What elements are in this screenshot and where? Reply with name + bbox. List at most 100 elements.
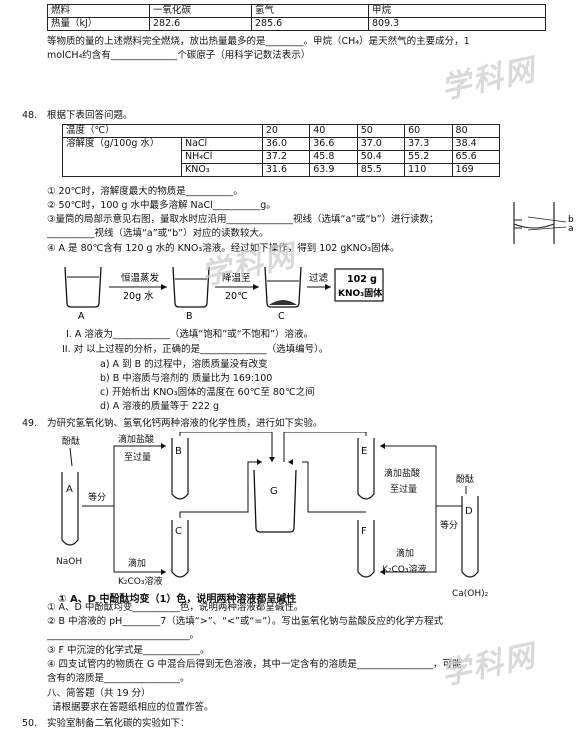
cell: 60 bbox=[404, 124, 453, 138]
box-line2: KNO₃固体 bbox=[338, 287, 383, 299]
kno3-process-diagram: A 恒温蒸发 20g 水 B 降温至 20℃ C 过滤 102 g KNO₃固体 bbox=[64, 266, 384, 322]
phenol-right: 酚酞 bbox=[456, 473, 474, 485]
watermark: 学科网 bbox=[438, 52, 540, 107]
q47-line2: molCH₄约含有______________个碳原子（用科学记数法表示） bbox=[47, 50, 311, 61]
caoh-label: Ca(OH)₂ bbox=[452, 589, 489, 599]
cell: 甲烷 bbox=[368, 4, 546, 18]
cell: 热量（kJ） bbox=[47, 17, 150, 31]
cell: 36.6 bbox=[309, 137, 358, 151]
cell: NH₄Cl bbox=[181, 150, 263, 164]
section8-note: 请根据要求在答题纸相应的位置作答。 bbox=[52, 702, 214, 713]
cell: 65.6 bbox=[451, 150, 501, 164]
cell: 一氧化碳 bbox=[149, 4, 252, 18]
q49-title: 为研究氢氧化钠、氢氧化钙两种溶液的化学性质，进行如下实验。 bbox=[47, 418, 323, 429]
cell: 80 bbox=[451, 124, 501, 138]
cell: 45.8 bbox=[309, 150, 358, 164]
cell: 38.4 bbox=[451, 137, 501, 151]
cell: 31.6 bbox=[261, 163, 311, 177]
section8-heading: 八、简答题（共 19 分） bbox=[47, 688, 151, 699]
split-right: 等分 bbox=[440, 519, 458, 531]
q50-number: 50. bbox=[22, 718, 38, 729]
tube-b-label: B bbox=[175, 446, 182, 457]
q47-line1: 等物质的量的上述燃料完全燃烧，放出热量最多的是________。甲烷（CH₄）是… bbox=[47, 36, 470, 47]
cell: 55.2 bbox=[404, 150, 453, 164]
cell: 85.5 bbox=[356, 163, 406, 177]
q48-sub1: I. A 溶液为____________（选填“饱和”或“不饱和”）溶液。 bbox=[66, 329, 314, 340]
q48-opt-c: c) 开始析出 KNO₃固体的温度在 60℃至 80℃之间 bbox=[100, 387, 315, 398]
tube-e-label: E bbox=[361, 446, 367, 457]
beaker-b-label: B bbox=[186, 311, 193, 322]
cell: 282.6 bbox=[149, 17, 252, 31]
q48-s2: ② 50℃时，100 g 水中最多溶解 NaCl__________g。 bbox=[47, 200, 276, 211]
excess-right: 至过量 bbox=[390, 483, 417, 495]
q48-opt-a: a) A 到 B 的过程中，溶质质量没有改变 bbox=[100, 359, 268, 370]
k2co3-right: K₂CO₃溶液 bbox=[382, 563, 427, 575]
q50-title: 实验室制备二氧化碳的实验如下： bbox=[47, 718, 190, 729]
cutoff-caption: ① A、D 中酚酞均变（1）色，说明两种溶液都呈碱性 bbox=[58, 592, 296, 604]
q48-sub2: II. 对 以上过程的分析，正确的是______________（选填编号）。 bbox=[62, 344, 329, 355]
hydroxide-experiment-diagram: 酚酞 A NaOH 等分 滴加盐酸 至过量 滴加 K₂CO₃溶液 B C G E bbox=[56, 432, 489, 604]
tube-d-label: D bbox=[465, 506, 473, 517]
cell: 40 bbox=[309, 124, 358, 138]
arrow3-top: 过滤 bbox=[309, 272, 329, 284]
box-line1: 102 g bbox=[347, 274, 377, 285]
naoh-label: NaOH bbox=[56, 557, 82, 567]
add-k-right: 滴加 bbox=[396, 547, 414, 559]
beaker-a-label: A bbox=[78, 311, 85, 322]
cell: 37.2 bbox=[261, 150, 311, 164]
q49-s1: ① A、D 中酚酞均变__________色，说明两种溶液都呈碱性。 bbox=[47, 602, 304, 613]
arrow1-top: 恒温蒸发 bbox=[121, 272, 160, 284]
split-left: 等分 bbox=[88, 491, 106, 503]
cell: 50.4 bbox=[356, 150, 406, 164]
cell: 36.0 bbox=[261, 137, 311, 151]
tube-f-label: F bbox=[361, 526, 367, 537]
q48-s3b: __________视线（选填“a”或“b”）对应的读数较大。 bbox=[47, 228, 269, 239]
cell: 37.3 bbox=[404, 137, 453, 151]
cell: NaCl bbox=[181, 137, 263, 151]
beaker-c-label: C bbox=[278, 311, 285, 322]
q48-s4: ④ A 是 80℃含有 120 g 水的 KNO₃溶液。经过如下操作，得到 10… bbox=[47, 243, 400, 254]
tube-a-label: A bbox=[66, 484, 73, 495]
q49-number: 49. bbox=[22, 418, 38, 429]
cell: 285.6 bbox=[251, 17, 369, 31]
label-a: a bbox=[568, 224, 574, 234]
q49-s2a: ② B 中溶液的 pH________7（选填“>”、“<”或“=”）。写出氢氧… bbox=[47, 616, 443, 627]
cell: 燃料 bbox=[47, 4, 150, 18]
solubility-label: 溶解度（g/100g 水） bbox=[62, 137, 182, 177]
tube-c-label: C bbox=[175, 526, 182, 537]
add-hcl-right: 滴加盐酸 bbox=[384, 467, 420, 479]
cell: 氢气 bbox=[251, 4, 369, 18]
cell: 20 bbox=[261, 124, 311, 138]
cell: KNO₃ bbox=[181, 163, 263, 177]
q48-s1: ① 20℃时，溶解度最大的物质是__________。 bbox=[47, 186, 243, 197]
q48-opt-b: b) B 中溶质与溶剂的 质量比为 169:100 bbox=[100, 373, 273, 384]
excess-left: 至过量 bbox=[124, 451, 151, 463]
fuel-heat-table: 燃料 一氧化碳 氢气 甲烷 热量（kJ） 282.6 285.6 809.3 bbox=[47, 4, 546, 31]
cell: 809.3 bbox=[368, 17, 546, 31]
add-k-left: 滴加 bbox=[128, 557, 146, 569]
cell: 169 bbox=[451, 163, 501, 177]
cell: 63.9 bbox=[309, 163, 358, 177]
q49-s4b: 含有的溶质是________________。 bbox=[47, 673, 190, 684]
label-b: b bbox=[568, 215, 574, 225]
watermark: 学科网 bbox=[438, 638, 540, 693]
q49-s3: ③ F 中沉淀的化学式是____________。 bbox=[47, 645, 210, 656]
q48-title: 根据下表回答问题。 bbox=[47, 110, 133, 121]
q48-s3a: ③量筒的局部示意见右图，量取水时应沿用______________视线（选填“a… bbox=[47, 214, 439, 225]
phenol-left: 酚酞 bbox=[62, 435, 80, 447]
cell: 37.0 bbox=[356, 137, 406, 151]
arrow2-bottom: 20℃ bbox=[225, 291, 248, 302]
arrow2-top: 降温至 bbox=[222, 272, 251, 284]
graduated-cylinder-figure: b a bbox=[513, 202, 574, 244]
q48-opt-d: d) A 溶液的质量等于 222 g bbox=[100, 401, 219, 412]
cell: 110 bbox=[404, 163, 453, 177]
add-hcl-left: 滴加盐酸 bbox=[118, 433, 154, 445]
solubility-table: 温度（℃） 20 40 50 60 80 溶解度（g/100g 水） NaCl … bbox=[62, 124, 501, 177]
k2co3-left: K₂CO₃溶液 bbox=[118, 575, 163, 587]
temp-label: 温度（℃） bbox=[62, 124, 263, 138]
q49-s4a: ④ 四支试管内的物质在 G 中混合后得到无色溶液，其中一定含有的溶质是_____… bbox=[47, 659, 462, 670]
arrow1-bottom: 20g 水 bbox=[123, 290, 154, 302]
cell: 50 bbox=[356, 124, 406, 138]
beaker-g-label: G bbox=[270, 486, 278, 497]
q48-number: 48. bbox=[22, 110, 38, 121]
